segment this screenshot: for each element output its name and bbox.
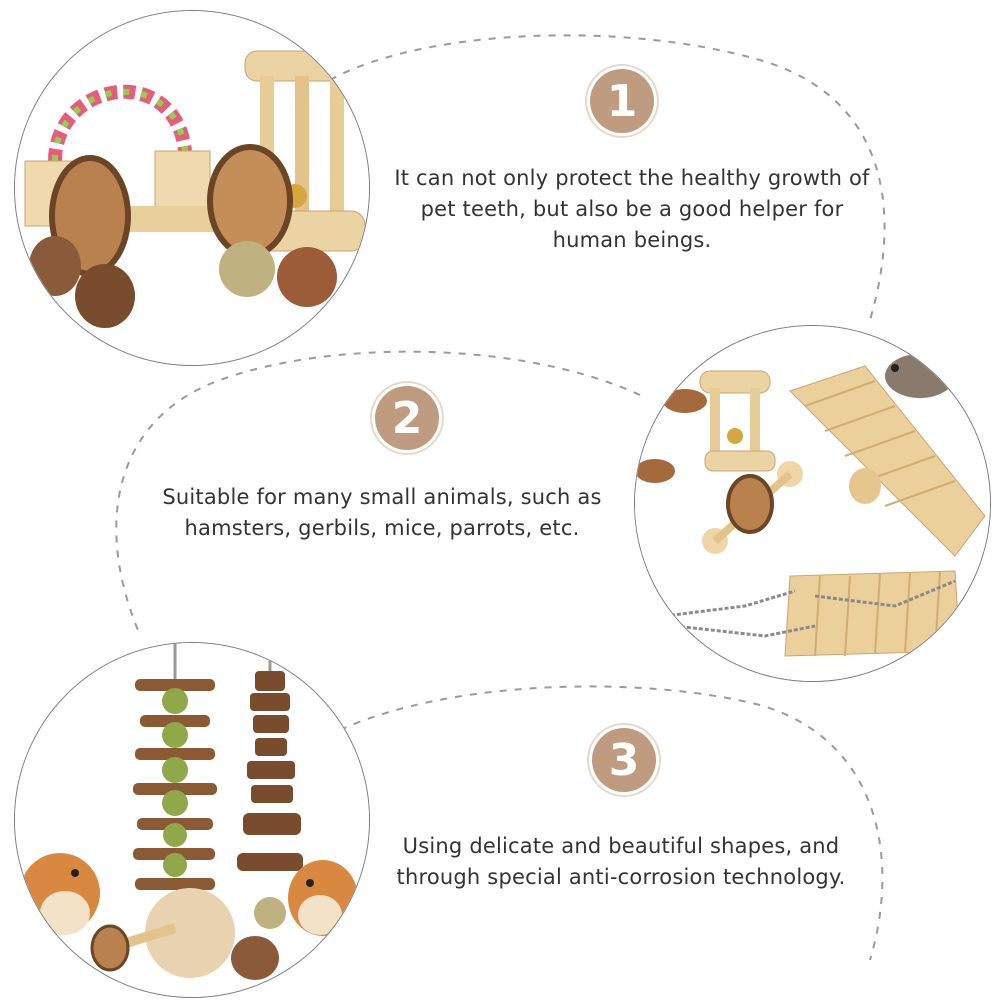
step-number: 3	[608, 734, 640, 786]
feature-caption-2: Suitable for many small animals, such as…	[162, 485, 602, 540]
photo-chew-toys	[14, 10, 370, 366]
hanging-chew-sticks-with-hamsters-icon	[15, 643, 369, 997]
step-number-badge-1: 1	[590, 69, 654, 133]
step-number-badge-3: 3	[592, 728, 656, 792]
seesaw-and-ladder-toys-icon	[635, 326, 990, 681]
step-number: 1	[606, 75, 638, 127]
feature-caption-3: Using delicate and beautiful shapes, and…	[396, 834, 846, 889]
photo-hanging-chews	[14, 642, 370, 998]
step-number-badge-2: 2	[375, 386, 439, 450]
feature-caption-1: It can not only protect the healthy grow…	[394, 166, 870, 252]
wooden-chew-toy-set-icon	[15, 11, 369, 365]
step-number: 2	[391, 392, 423, 444]
photo-seesaw-ladder	[634, 325, 991, 682]
